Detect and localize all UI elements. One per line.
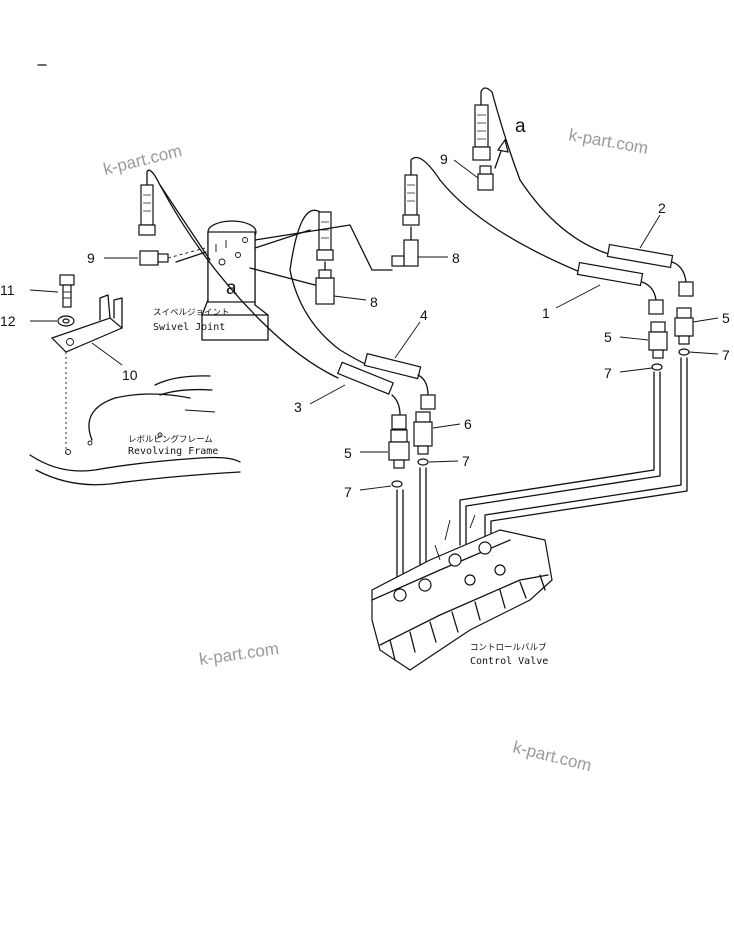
callout-1: 1 (542, 305, 550, 321)
leader-5-right-b (619, 336, 649, 341)
leader-2 (639, 214, 661, 249)
leader-7-right-b (619, 367, 653, 373)
connector-5-right-b (648, 321, 668, 359)
leader-8-lower (333, 295, 367, 301)
hose-upper-to-1 (410, 156, 581, 273)
swivel-joint-label-en: Swivel Joint (153, 322, 225, 333)
watermark-text: k-part.com (101, 141, 184, 179)
hose-left-to-3 (159, 184, 339, 379)
callout-2: 2 (658, 200, 666, 216)
arrow-head (496, 138, 509, 153)
o-ring-7-right-b (651, 363, 663, 371)
hose-assembly-2 (606, 243, 694, 297)
swivel-joint (201, 220, 269, 341)
leader-10 (91, 342, 123, 366)
callout-5-right-b: 5 (604, 329, 612, 345)
callout-12: 12 (0, 313, 16, 329)
tee-8-upper (391, 226, 419, 267)
hose-stub-top (472, 87, 493, 161)
hose-swivel-to-upper-tee (254, 224, 393, 271)
leader-7-center-a (428, 460, 459, 463)
o-ring-7-center-a (417, 458, 429, 466)
callout-10: 10 (122, 367, 138, 383)
hose-assembly-4 (363, 352, 436, 410)
washer-12 (57, 315, 75, 327)
hose-center-to-4 (289, 209, 369, 366)
callout-8-upper: 8 (452, 250, 460, 266)
bolt-11 (59, 274, 75, 308)
callout-3: 3 (294, 399, 302, 415)
elbow-9-top (477, 165, 494, 191)
leader-5-right-a (692, 317, 719, 323)
callout-11: 11 (0, 282, 15, 298)
leader-1 (555, 284, 601, 309)
watermark-text: k-part.com (511, 737, 594, 775)
hose-top-to-2 (491, 91, 613, 256)
callout-7-center-b: 7 (344, 484, 352, 500)
leader-3 (309, 384, 346, 405)
leader-7-center-b (359, 485, 392, 491)
connector-5-center (388, 429, 410, 469)
leader-6 (432, 423, 461, 429)
revolving-frame (29, 375, 241, 486)
view-letter-top: a (515, 116, 526, 137)
o-ring-7-center-b (391, 480, 403, 488)
view-a-arrow-left (175, 251, 207, 263)
watermark-text: k-part.com (198, 639, 280, 669)
hose-assembly-1 (576, 261, 664, 315)
leader-9-top (453, 159, 479, 179)
bracket-10 (50, 294, 124, 455)
callout-9-left: 9 (87, 250, 95, 266)
tee-8-lower (315, 261, 335, 305)
hose-swivel-to-tee-lower (249, 267, 316, 286)
callout-7-right-b: 7 (604, 365, 612, 381)
control-valve-label-jp: コントロールバルブ (470, 642, 547, 653)
hose-stub-upper (402, 174, 420, 226)
connector-5-right-a (674, 307, 694, 345)
callout-7-center-a: 7 (462, 453, 470, 469)
callout-7-right-a: 7 (722, 347, 730, 363)
watermark-text: k-part.com (567, 125, 649, 158)
hose-assembly-3 (336, 361, 407, 430)
hose-stub-left (138, 169, 211, 261)
control-valve-label-en: Control Valve (470, 656, 548, 667)
control-valve (371, 514, 553, 671)
connector-6 (413, 411, 433, 455)
leader-4 (394, 321, 421, 359)
leader-11 (29, 289, 59, 293)
callout-5-right-a: 5 (722, 310, 730, 326)
callout-6: 6 (464, 416, 472, 432)
elbow-9-left (139, 247, 206, 266)
callout-5-center: 5 (344, 445, 352, 461)
revolving-frame-label-jp: レボルビングフレーム (128, 434, 213, 445)
callout-9-top: 9 (440, 151, 448, 167)
revolving-frame-label-en: Revolving Frame (128, 446, 218, 457)
hose-stub-center (316, 211, 334, 261)
swivel-joint-label-jp: スイベルジョイント (153, 308, 230, 318)
callout-8-lower: 8 (370, 294, 378, 310)
leader-7-right-a (688, 351, 719, 355)
callout-4: 4 (420, 307, 428, 323)
o-ring-7-right-a (678, 348, 690, 356)
